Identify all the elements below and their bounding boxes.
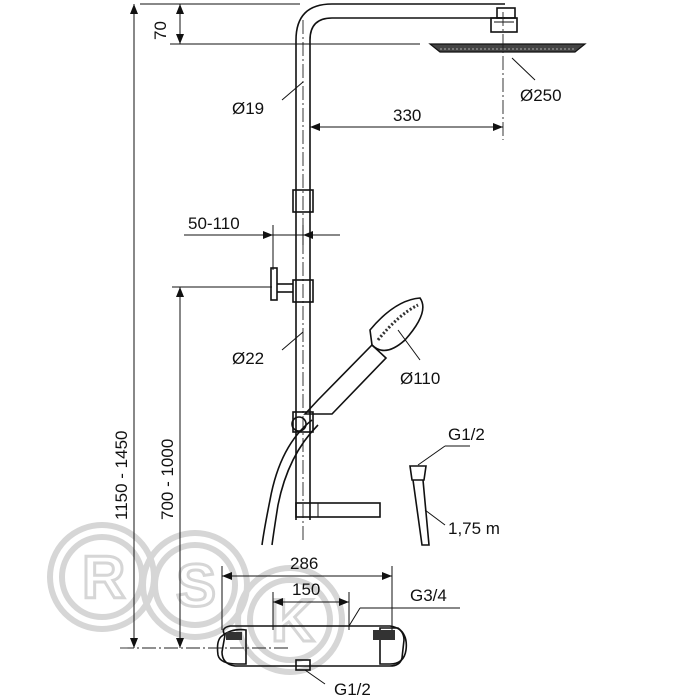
hand-shower	[261, 297, 424, 546]
label-total-height: 1150 - 1450	[112, 431, 131, 520]
hose-nut	[409, 465, 427, 481]
watermark-inner-ring-k	[247, 577, 333, 663]
label-arm-length: 330	[393, 106, 421, 125]
mixer-outlet	[295, 659, 311, 671]
dim-total-height: 1150 - 1450	[112, 4, 138, 648]
label-head-dia: Ø250	[520, 86, 562, 105]
arrow-286-left	[222, 572, 232, 580]
dim-pipe-upper: Ø19	[232, 81, 304, 118]
wall-bracket-collar	[292, 279, 314, 303]
wall-plate	[270, 267, 278, 301]
watermark-letter-r: R	[82, 544, 125, 611]
leader-250	[511, 57, 536, 81]
leader-bottom-g12	[304, 669, 326, 685]
watermark-ring-s	[140, 530, 250, 640]
arrow-70-top	[176, 4, 184, 14]
watermark-letter-k: K	[271, 587, 314, 654]
label-pipe-upper-dia: Ø19	[232, 99, 264, 118]
leader-g34	[348, 607, 361, 627]
shower-hose-front	[261, 419, 313, 546]
thermostatic-mixer	[216, 625, 408, 671]
arrow-330-right	[493, 123, 503, 131]
watermark-inner-ring-s	[152, 542, 238, 628]
arrow-70-bottom	[176, 34, 184, 44]
watermark: R S K	[47, 522, 345, 675]
hand-shower-nozzles	[376, 303, 419, 341]
shelf-body	[295, 502, 381, 518]
head-shower-plate	[428, 43, 587, 53]
label-mixer-width: 286	[290, 554, 318, 573]
label-bracket-range: 50-110	[188, 214, 240, 233]
pipe-outer-edge	[295, 3, 505, 520]
dim-lower-height: 700 - 1000	[120, 286, 290, 649]
label-top-offset: 70	[151, 21, 170, 40]
leader-hose-length	[424, 509, 446, 526]
head-ball-joint	[490, 17, 518, 33]
dim-bottom-thread: G1/2	[304, 669, 371, 699]
arrow-50-right	[303, 231, 313, 239]
leader-19	[281, 81, 304, 101]
dim-mixer-width: 286	[221, 554, 393, 630]
head-shower	[428, 7, 587, 140]
hose-body	[412, 479, 430, 546]
arrow-150-left	[273, 598, 283, 606]
arrow-total-bottom	[130, 638, 138, 648]
riser-pipe	[292, 3, 505, 540]
label-pipe-lower-dia: Ø22	[232, 349, 264, 368]
watermark-ring-k	[235, 565, 345, 675]
hand-shower-handle	[303, 343, 388, 415]
mixer-right-grip	[373, 630, 395, 640]
arrow-lower-bottom	[176, 638, 184, 648]
label-lower-height: 700 - 1000	[158, 439, 177, 520]
leader-inlet	[417, 445, 446, 466]
label-outlet-thread: G3/4	[410, 586, 447, 605]
mixer-left-grip	[226, 632, 242, 640]
dim-arm-length: 330	[310, 106, 503, 131]
pipe-inner-edge	[309, 17, 505, 520]
label-hose-length: 1,75 m	[448, 519, 500, 538]
arrow-lower-top	[176, 287, 184, 297]
label-handshower-dia: Ø110	[400, 369, 440, 388]
dim-outlet-thread: G3/4	[348, 586, 460, 627]
holder-knob	[291, 416, 307, 432]
arrow-330-left	[310, 123, 320, 131]
arrow-total-top	[130, 4, 138, 14]
arrow-50-left	[263, 231, 273, 239]
arrow-286-right	[382, 572, 392, 580]
slide-collar-upper	[292, 189, 314, 213]
soap-shelf	[295, 502, 381, 518]
dim-hose: G1/2 1,75 m	[445, 425, 500, 538]
dim-top-offset: 70	[140, 3, 420, 45]
wall-bracket	[270, 267, 293, 301]
arrow-150-right	[339, 598, 349, 606]
watermark-letter-s: S	[176, 552, 216, 619]
leader-110	[397, 329, 421, 361]
head-arm-end	[496, 7, 516, 19]
dim-pipe-lower: Ø22	[232, 331, 304, 368]
dim-bracket-range: 50-110	[184, 214, 340, 270]
label-bottom-thread: G1/2	[334, 680, 371, 699]
hand-shower-head	[369, 297, 424, 352]
dim-inlet-spacing: 150	[272, 580, 350, 630]
dim-head-dia: Ø250	[511, 57, 562, 105]
dim-handshower-dia: Ø110	[397, 329, 440, 388]
mixer-left-handle	[216, 628, 247, 665]
mixer-right-handle	[379, 627, 408, 665]
hose-detail	[409, 445, 446, 546]
leader-22	[281, 331, 304, 351]
shower-hose-back	[271, 424, 319, 546]
label-inlet-spacing: 150	[292, 580, 320, 599]
label-inlet-thread: G1/2	[448, 425, 485, 444]
